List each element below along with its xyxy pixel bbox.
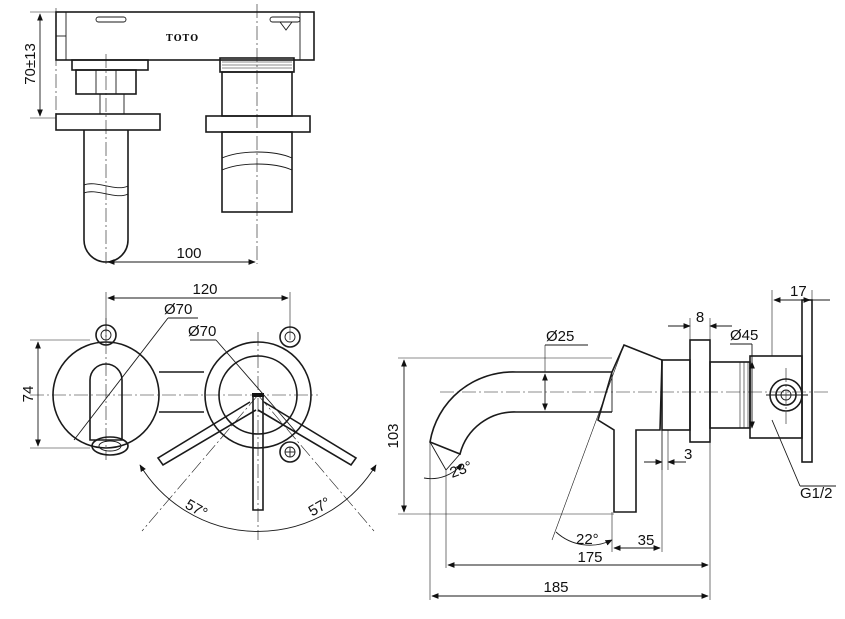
brand-logo: TOTO: [166, 34, 199, 44]
dim-lever-angle: 22°: [576, 531, 599, 548]
top-view: TOTO 70±13 100: [22, 4, 315, 265]
dim-spout-dia: Ø25: [546, 328, 574, 345]
spout-front: [89, 363, 123, 441]
dim-thread: G1/2: [800, 485, 833, 502]
dim-reach-175: 175: [577, 549, 602, 566]
dim-rotation-right: 57°: [306, 494, 334, 520]
dim-rotation-left: 57°: [182, 496, 210, 522]
dim-body-dia: Ø45: [730, 327, 758, 344]
housing-slot: [269, 16, 301, 23]
wall-flange: [689, 339, 711, 443]
lever-side: [597, 343, 663, 513]
dim-flange: 8: [696, 309, 704, 326]
dim-plate-dia-2: Ø70: [188, 323, 216, 340]
screw-lug: [279, 441, 301, 463]
housing-slot: [95, 16, 127, 23]
dim-reach-185: 185: [543, 579, 568, 596]
dim-plate-height: 74: [20, 386, 37, 403]
dim-wall-depth: 17: [790, 283, 807, 300]
side-view: Ø25 103 23° 22° 8 Ø45 17: [385, 283, 836, 600]
wall-plate: [801, 299, 813, 463]
lever-right: [257, 401, 358, 467]
screw-lug: [279, 326, 301, 348]
body-plate: [205, 115, 311, 133]
dim-spout-angle: 23°: [448, 458, 475, 482]
spout-outlet: [91, 436, 129, 456]
dim-plate-width: 120: [192, 281, 217, 298]
front-view: 120 57° 57°: [20, 281, 377, 540]
dim-gap: 3: [684, 446, 692, 463]
mixer-body-side: [661, 359, 691, 431]
spout-collar: [71, 59, 149, 71]
spout-side: [429, 371, 612, 456]
dim-spacing: 100: [176, 245, 201, 262]
dim-depth-35: 35: [638, 532, 655, 549]
dim-projection-height: 103: [385, 423, 402, 448]
dim-plate-dia-1: Ø70: [164, 301, 192, 318]
spout-plate: [55, 113, 161, 131]
dim-height-offset: 70±13: [22, 43, 39, 85]
lever-left: [156, 401, 257, 467]
